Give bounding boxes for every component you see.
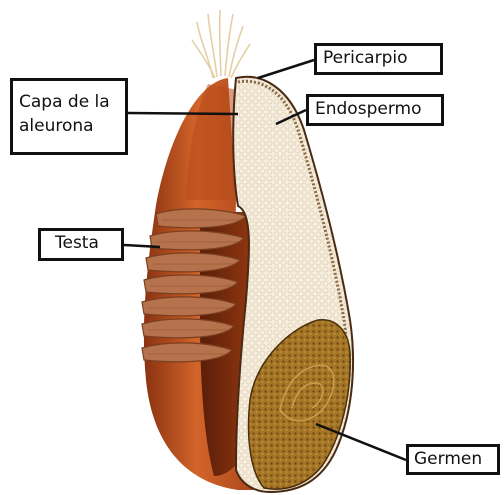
label-germ: Germen xyxy=(406,444,500,475)
label-testa: Testa xyxy=(38,228,124,261)
label-aleurone-layer: Capa de la aleurona xyxy=(10,78,128,155)
brush-hairs xyxy=(192,10,250,78)
top-crease xyxy=(186,84,238,200)
label-endosperm: Endospermo xyxy=(306,94,444,126)
label-pericarpio: Pericarpio xyxy=(314,43,443,75)
